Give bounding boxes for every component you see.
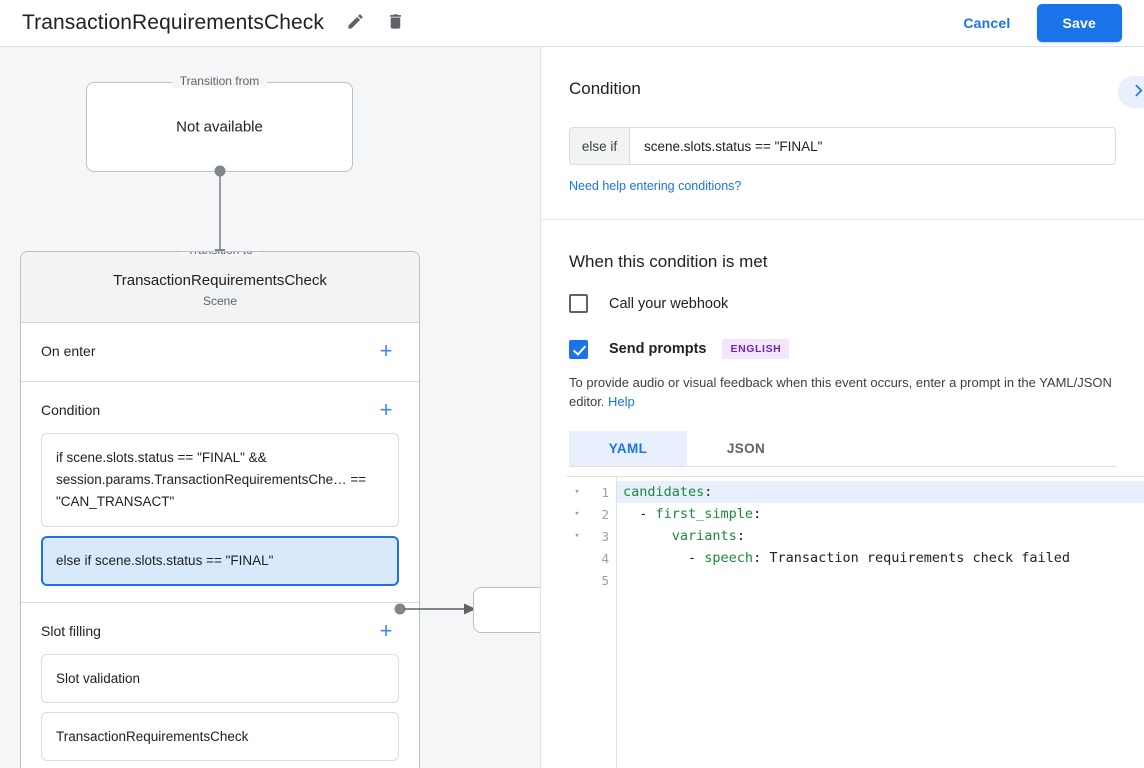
graph-panel: Transition from Not available Transition…	[0, 47, 540, 768]
webhook-checkbox-row[interactable]: Call your webhook	[569, 294, 1116, 313]
save-button[interactable]: Save	[1036, 4, 1122, 42]
send-prompts-checkbox[interactable]	[569, 339, 588, 359]
prompts-help-link[interactable]: Help	[608, 394, 635, 409]
editor-code-line[interactable]	[617, 569, 1144, 591]
editor-code-line[interactable]: variants:	[671, 528, 745, 544]
editor-gutter-row: 5	[567, 569, 616, 591]
section-title-slot-filling: Slot filling	[41, 623, 101, 639]
prompts-helper-sentence: To provide audio or visual feedback when…	[569, 375, 1112, 409]
chevron-right-icon	[1130, 82, 1144, 102]
section-title-on-enter: On enter	[41, 343, 96, 359]
transition-from-card: Transition from Not available	[86, 74, 353, 172]
add-on-enter-button[interactable]: +	[373, 338, 399, 364]
condition-heading: Condition	[569, 79, 641, 98]
editor-code-area[interactable]: candidates: - first_simple: variants: - …	[617, 477, 1144, 768]
send-prompts-label: Send prompts	[609, 341, 707, 357]
tab-json[interactable]: JSON	[687, 431, 805, 466]
fold-triangle-icon[interactable]: ▾	[574, 487, 580, 497]
editor-code-line[interactable]: - first_simple:	[623, 506, 762, 522]
condition-met-section: When this condition is met Call your web…	[541, 220, 1144, 467]
editor-line-number: 4	[601, 550, 609, 566]
editor-gutter-row: 4	[567, 547, 616, 569]
graph-target-node[interactable]	[473, 587, 540, 633]
editor-gutter-row: ▾1	[567, 481, 616, 503]
editor-line-number: 2	[601, 506, 609, 522]
fold-triangle-icon[interactable]: ▾	[574, 509, 580, 519]
condition-met-heading: When this condition is met	[569, 252, 768, 271]
scene-card-name: TransactionRequirementsCheck	[113, 272, 327, 289]
prompts-helper-text: To provide audio or visual feedback when…	[569, 373, 1116, 411]
section-on-enter: On enter +	[21, 323, 419, 382]
transition-to-legend: Transition to	[179, 252, 261, 257]
condition-help-link[interactable]: Need help entering conditions?	[569, 179, 742, 193]
section-divider	[541, 219, 1144, 220]
section-condition: Condition + if scene.slots.status == "FI…	[21, 382, 419, 603]
condition-editor-section: Condition else if Need help entering con…	[541, 47, 1144, 195]
slot-filling-item[interactable]: Slot validation	[41, 654, 399, 703]
scene-card: Transition to TransactionRequirementsChe…	[20, 251, 420, 768]
scene-card-type: Scene	[202, 294, 238, 308]
condition-list-item-selected[interactable]: else if scene.slots.status == "FINAL"	[41, 536, 399, 586]
page-title: TransactionRequirementsCheck	[22, 11, 324, 34]
slot-filling-item[interactable]: TransactionRequirementsCheck	[41, 712, 399, 761]
cancel-button[interactable]: Cancel	[949, 6, 1024, 40]
pencil-icon	[346, 12, 365, 34]
graph-connector-vertical	[212, 165, 228, 265]
editor-line-number: 1	[601, 484, 609, 500]
editor-line-number: 5	[601, 572, 609, 588]
editor-code-line[interactable]: candidates:	[617, 481, 1144, 503]
call-webhook-checkbox[interactable]	[569, 294, 588, 313]
transition-from-value: Not available	[176, 118, 263, 136]
send-prompts-row[interactable]: Send prompts ENGLISH	[569, 339, 1116, 359]
condition-list-item[interactable]: if scene.slots.status == "FINAL" && sess…	[41, 433, 399, 527]
condition-expression-input[interactable]	[630, 128, 1115, 164]
condition-prefix-label: else if	[570, 128, 630, 164]
editor-gutter-row: ▾2	[567, 503, 616, 525]
trash-icon	[386, 12, 405, 34]
edit-title-button[interactable]	[338, 6, 372, 40]
editor-line-number: 3	[601, 528, 609, 544]
delete-button[interactable]	[378, 6, 412, 40]
call-webhook-label: Call your webhook	[609, 295, 729, 312]
scene-card-header: Transition to TransactionRequirementsChe…	[21, 252, 419, 323]
condition-input-row: else if	[569, 127, 1116, 165]
add-slot-filling-button[interactable]: +	[373, 618, 399, 644]
editor-code-line[interactable]: - speech: Transaction requirements check…	[623, 550, 1071, 566]
section-title-condition: Condition	[41, 402, 101, 418]
editor-gutter-row: ▾3	[567, 525, 616, 547]
fold-triangle-icon[interactable]: ▾	[574, 531, 580, 541]
collapse-panel-button[interactable]	[1118, 76, 1144, 108]
graph-connector-horizontal	[392, 595, 478, 623]
top-toolbar: TransactionRequirementsCheck Cancel Save	[0, 0, 1144, 47]
tab-yaml[interactable]: YAML	[569, 431, 687, 466]
editor-format-tabs: YAML JSON	[569, 431, 1116, 467]
transition-from-legend: Transition from	[171, 74, 268, 88]
section-slot-filling: Slot filling + Slot validation Transacti…	[21, 603, 419, 768]
language-badge: ENGLISH	[722, 339, 790, 359]
add-condition-button[interactable]: +	[373, 397, 399, 423]
